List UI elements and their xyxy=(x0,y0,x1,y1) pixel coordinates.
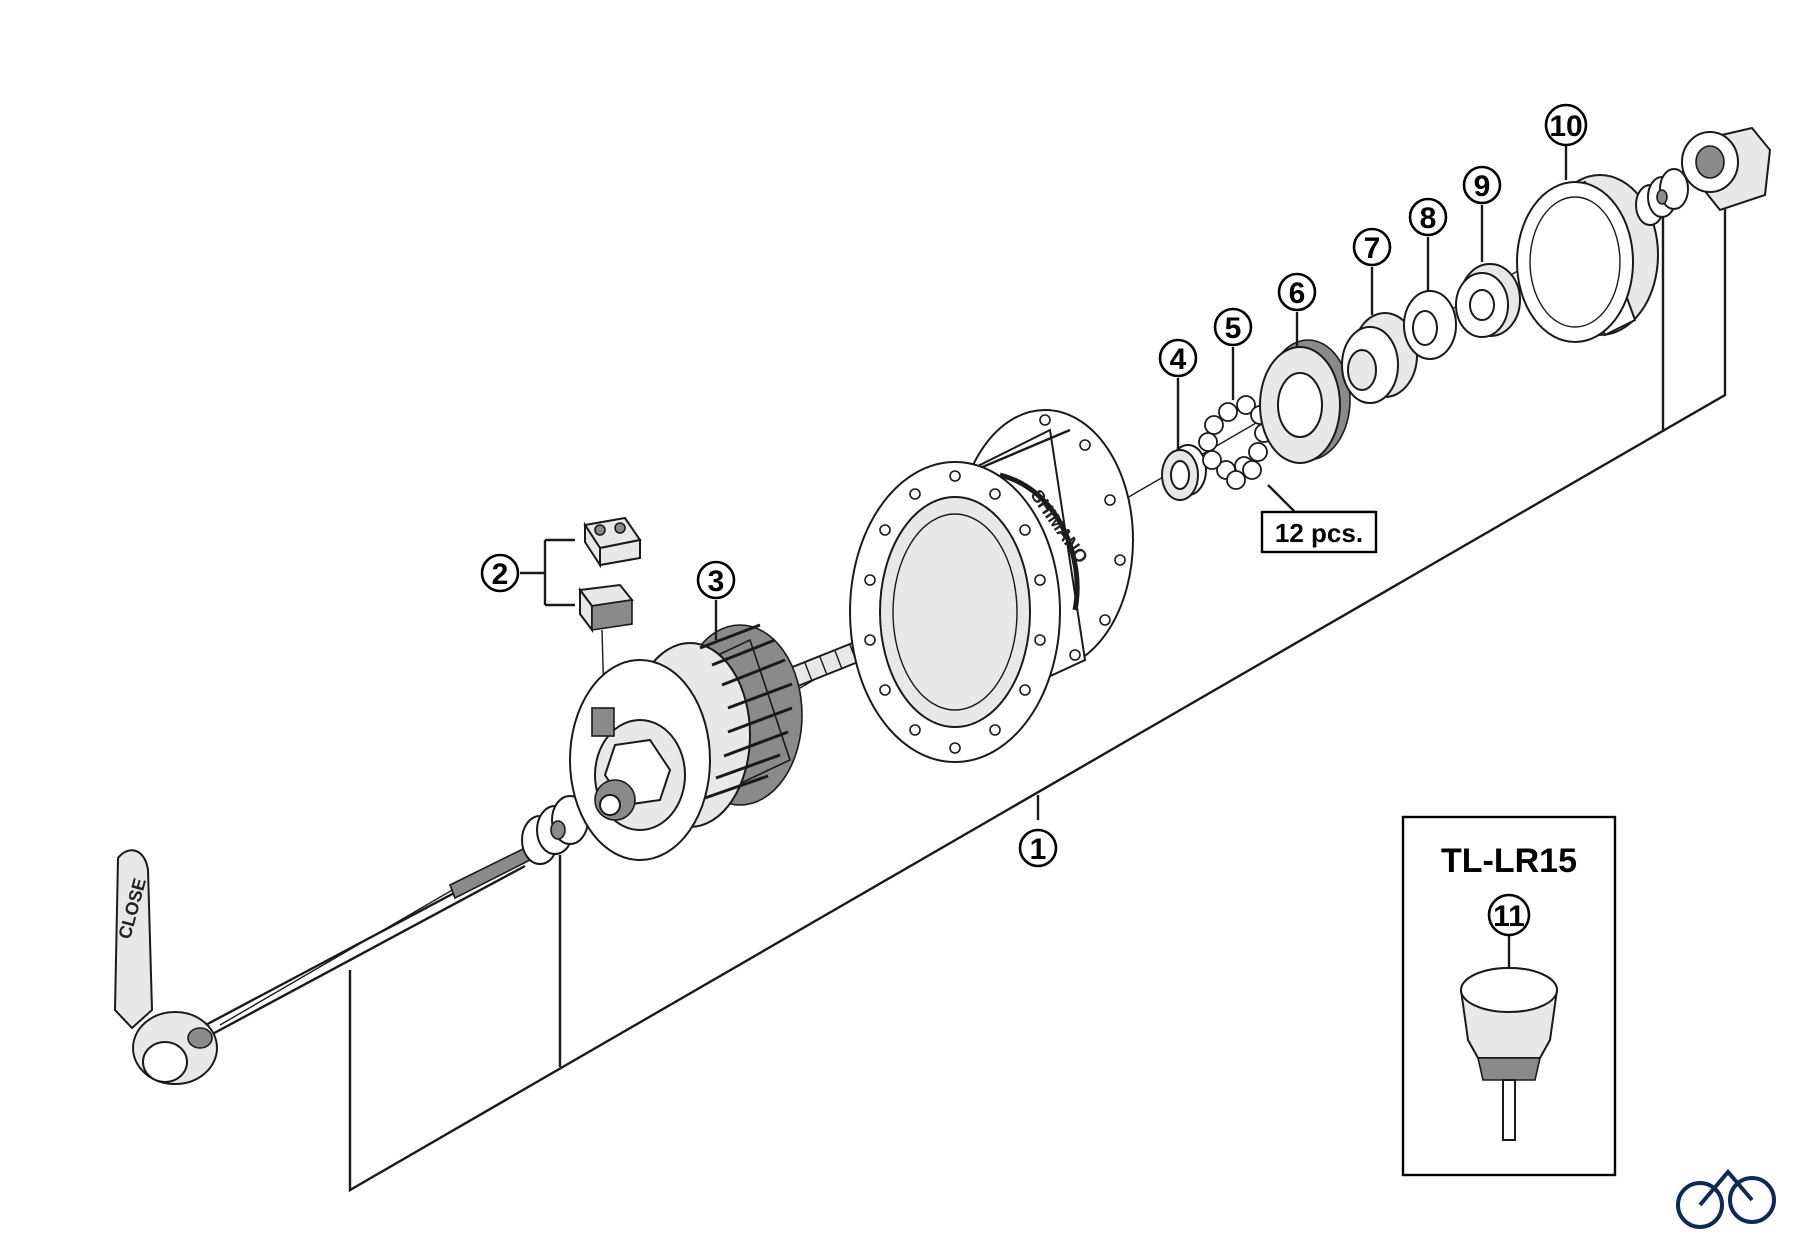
right-spring xyxy=(1635,168,1689,226)
callout-7: 7 xyxy=(1352,227,1392,315)
callout-2: 2 xyxy=(480,553,520,593)
callout-3-label: 3 xyxy=(708,565,725,598)
gear-unit xyxy=(569,623,870,861)
callout-8: 8 xyxy=(1408,197,1448,292)
callout-1-label: 1 xyxy=(1030,833,1047,866)
callout-9: 9 xyxy=(1462,165,1502,262)
tool-box: TL-LR15 11 xyxy=(1401,815,1617,1177)
callout-7-label: 7 xyxy=(1364,232,1381,265)
callout-1: 1 xyxy=(1018,828,1058,868)
axle-nut xyxy=(1681,126,1772,212)
cone-6 xyxy=(1259,339,1351,464)
hub-cover-10 xyxy=(1516,174,1659,343)
callout-4: 4 xyxy=(1158,338,1198,450)
ball-count-leader xyxy=(1267,484,1375,514)
washer-8 xyxy=(1403,290,1457,360)
callout-6: 6 xyxy=(1277,272,1317,348)
bicycle-icon xyxy=(1676,1168,1776,1229)
callout-9-label: 9 xyxy=(1474,170,1491,203)
callout-6-label: 6 xyxy=(1289,277,1306,310)
lockring-tool-icon xyxy=(1460,967,1558,1141)
assembly-bracket-1 xyxy=(348,195,1727,1193)
tool-title: TL-LR15 xyxy=(1441,842,1577,880)
callout-5-label: 5 xyxy=(1225,312,1242,345)
hex-nut-9 xyxy=(1455,263,1521,338)
callout-11-label: 11 xyxy=(1493,900,1525,933)
hub-shell: SHIMANO xyxy=(849,409,1134,763)
callout-5: 5 xyxy=(1213,307,1253,400)
callout-10: 10 xyxy=(1544,103,1588,180)
ball-count-label: 12 pcs. xyxy=(1275,518,1363,548)
callout-3: 3 xyxy=(696,560,736,640)
dust-cap-4 xyxy=(1161,444,1207,501)
lock-nut-7 xyxy=(1341,312,1418,404)
callout-4-label: 4 xyxy=(1170,343,1187,376)
callout-8-label: 8 xyxy=(1420,202,1437,235)
ball-count-box: 12 pcs. xyxy=(1260,510,1378,554)
callout-10-label: 10 xyxy=(1549,110,1582,143)
callout-2-label: 2 xyxy=(492,558,509,591)
cable-plug-parts xyxy=(520,516,642,736)
